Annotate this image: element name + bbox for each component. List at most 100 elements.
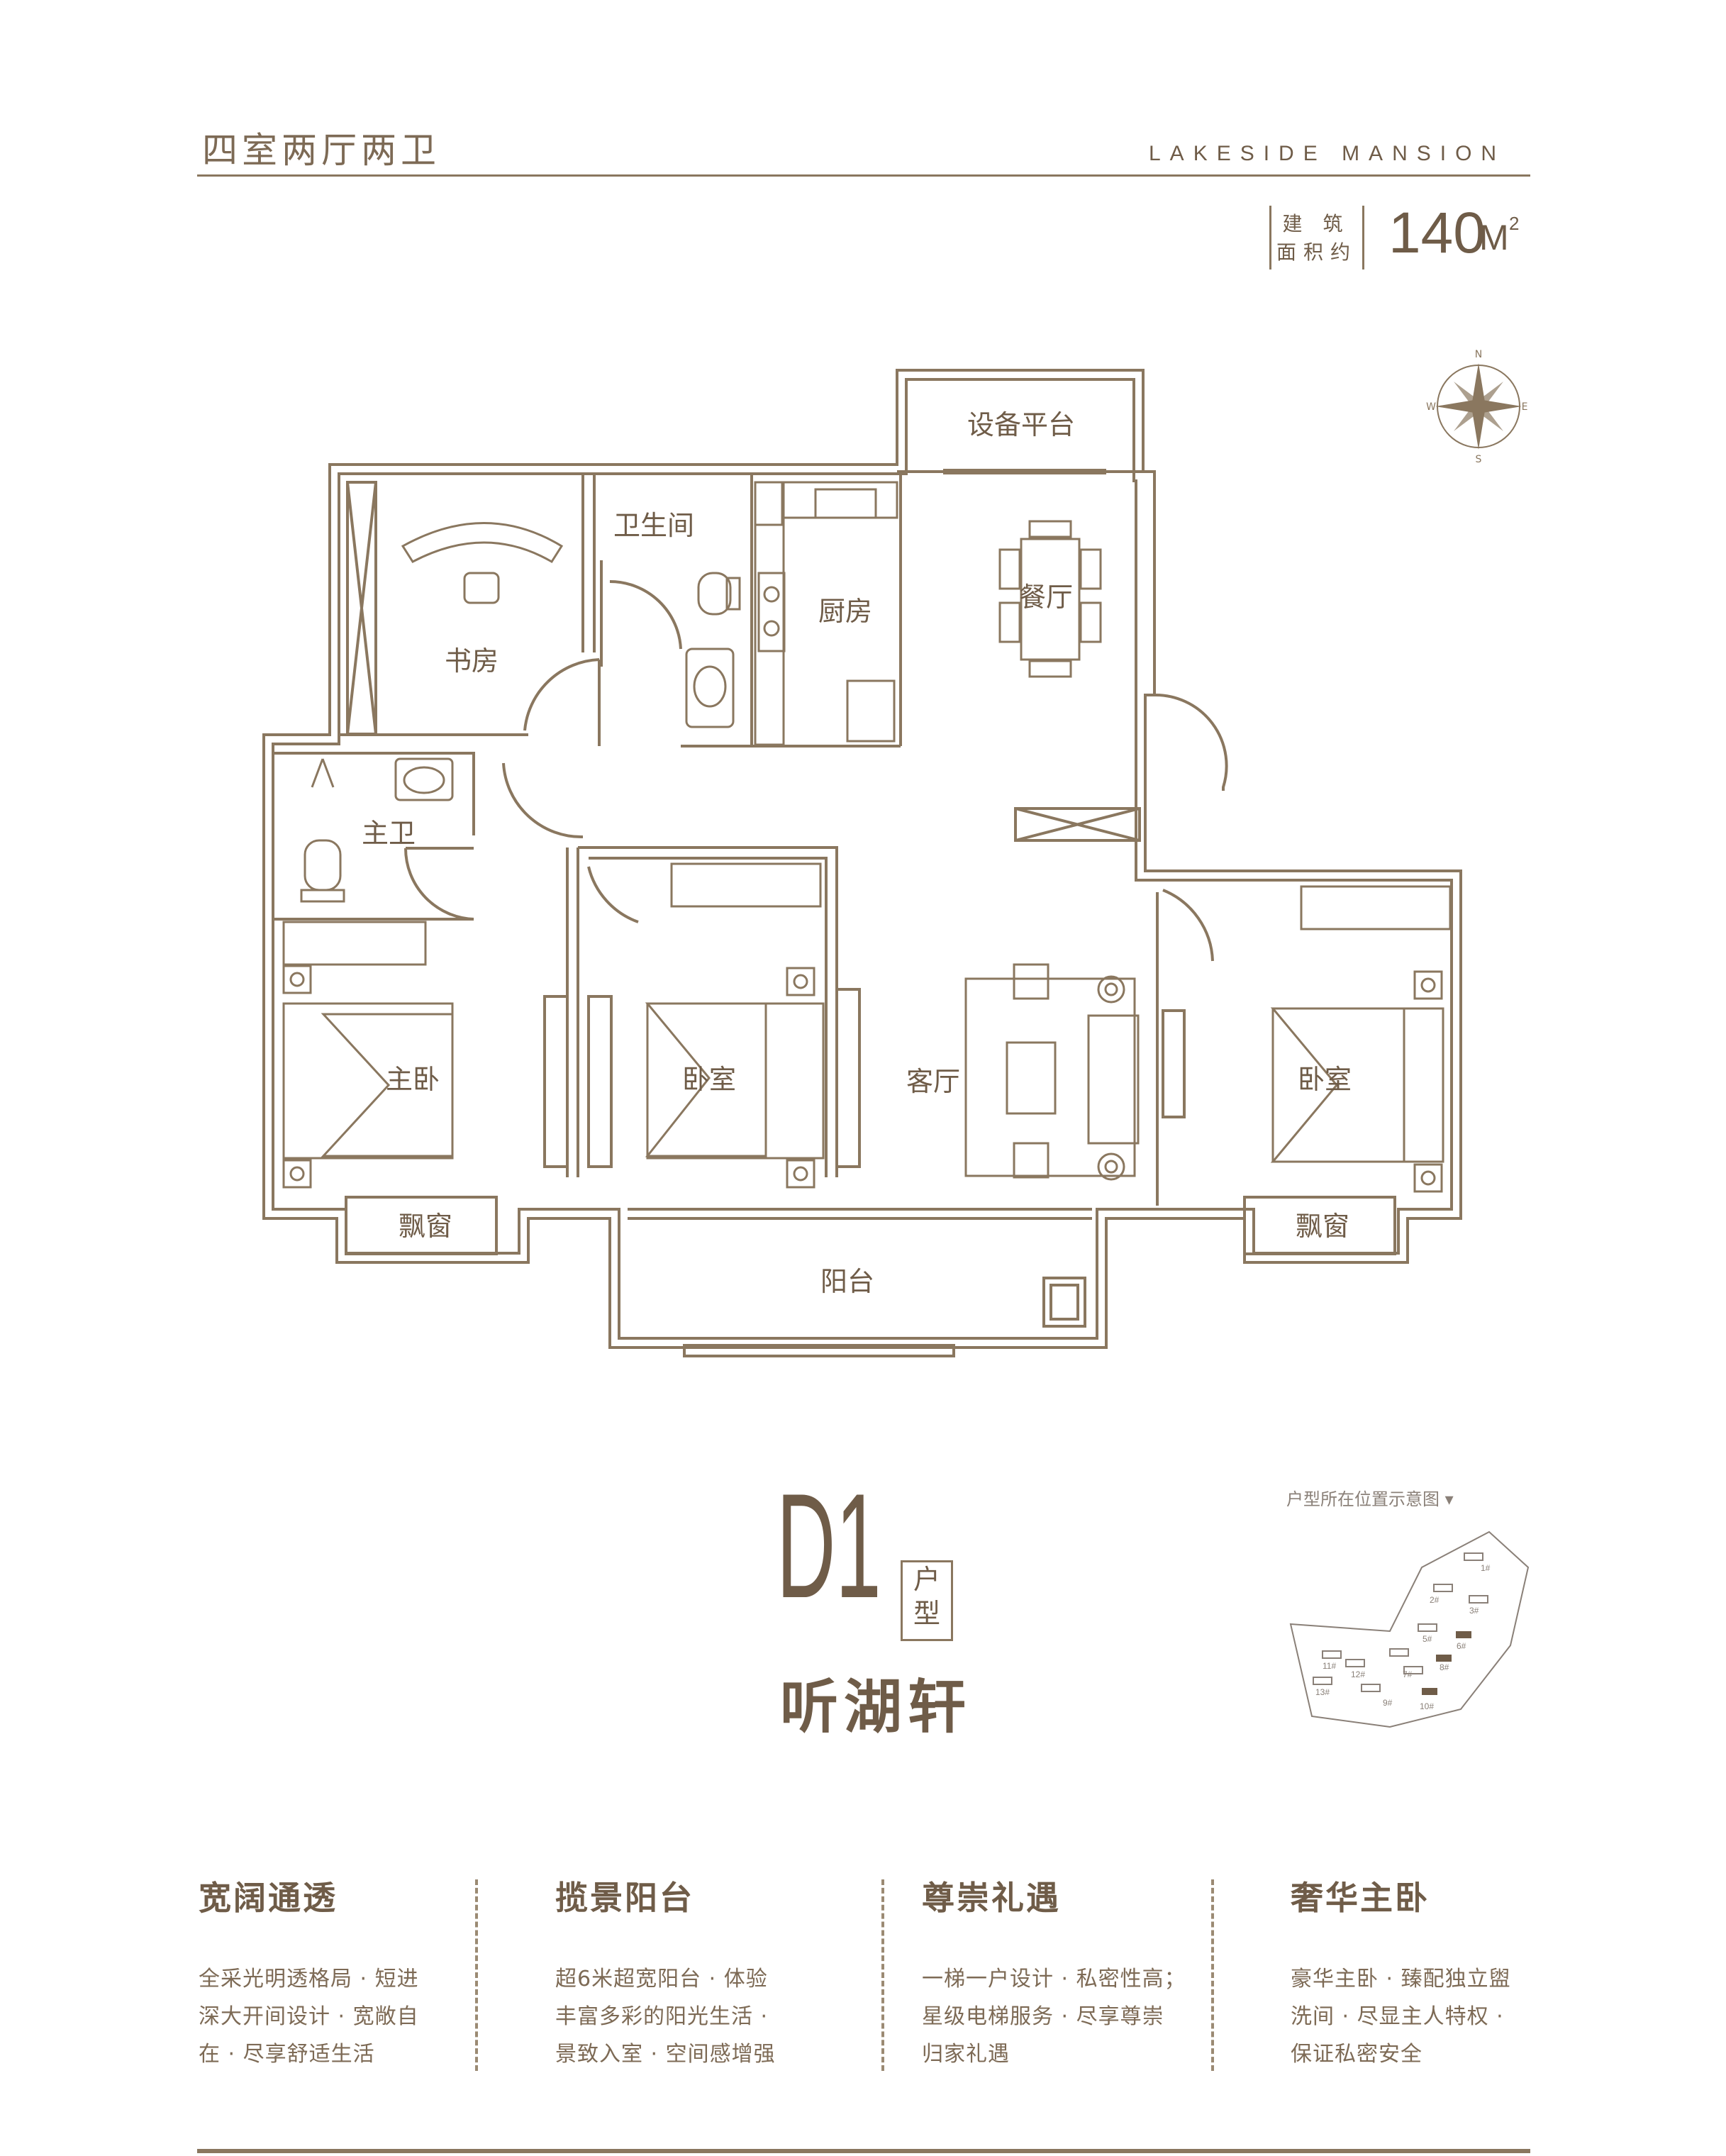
feature-divider: [475, 1879, 478, 2071]
building-5: 5#: [1422, 1634, 1432, 1644]
bedroom3-door: [1162, 889, 1214, 962]
feature-line: 归家礼遇: [922, 2042, 1010, 2067]
location-map-caption: 户型所在位置示意图 ▾: [1286, 1489, 1454, 1509]
location-map: 1# 2# 3# 5# 6# 7# 8# 9# 10# 11# 12# 13#: [1289, 1530, 1530, 1728]
kitchen-stove: [757, 572, 786, 652]
bay-window-right: [1243, 1196, 1396, 1255]
feature-divider: [881, 1879, 884, 2071]
bedroom2-top-wall: [578, 846, 838, 1177]
feature-title: 宽阔通透: [199, 1879, 338, 1917]
footer-divider: [197, 2149, 1530, 2153]
feature-spacious: 宽阔通透 全采光明透格局 · 短进 深大开间设计 · 宽敞自 在 · 尽享舒适生…: [199, 1872, 475, 2073]
project-brand: LAKESIDE MANSION: [1149, 142, 1506, 165]
compass-s-label: S: [1476, 454, 1482, 465]
study-window: [346, 481, 377, 735]
feature-line: 在 · 尽享舒适生活: [199, 2042, 375, 2067]
feature-line: 景致入室 · 空间感增强: [555, 2042, 776, 2067]
washer: [1042, 1277, 1086, 1328]
bay-window-left: [345, 1196, 498, 1255]
feature-master-bedroom: 奢华主卧 豪华主卧 · 臻配独立盥 洗间 · 尽显主人特权 · 保证私密安全: [1291, 1872, 1567, 2073]
area-label-bracket: [1269, 206, 1364, 270]
feature-title: 揽景阳台: [555, 1879, 694, 1917]
feature-divider: [1211, 1879, 1214, 2071]
floor-plan: N S E W 设备平台 卫生间 书房 厨房 餐厅 主卫 主卧 卧室 客厅 卧室…: [262, 349, 1527, 1357]
building-6: 6#: [1457, 1641, 1466, 1651]
dining-door: [1154, 693, 1228, 791]
feature-body: 超6米超宽阳台 · 体验 丰富多彩的阳光生活 · 景致入室 · 空间感增强: [555, 1960, 832, 2073]
area-unit: M: [1479, 218, 1509, 257]
feature-title: 奢华主卧: [1291, 1879, 1430, 1917]
bedroom2-top-wall-2: [589, 857, 828, 1177]
feature-balcony: 揽景阳台 超6米超宽阳台 · 体验 丰富多彩的阳光生活 · 景致入室 · 空间感…: [555, 1872, 832, 2073]
room-label-bed2: 卧室: [682, 1064, 736, 1095]
building-3: 3#: [1469, 1606, 1479, 1616]
compass-n-label: N: [1475, 349, 1482, 360]
kitchen-fridge: [846, 679, 896, 743]
master-bath-sink: [394, 757, 454, 801]
washer-inner: [1049, 1284, 1079, 1321]
building-13: 13#: [1315, 1687, 1330, 1697]
room-label-bay-left: 飘窗: [399, 1211, 452, 1242]
room-label-study: 书房: [445, 645, 499, 677]
building-1: 1#: [1481, 1563, 1491, 1573]
feature-line: 超6米超宽阳台 · 体验: [555, 1967, 768, 1991]
feature-honor: 尊崇礼遇 一梯一户设计 · 私密性高； 星级电梯服务 · 尽享尊崇 归家礼遇: [922, 1872, 1198, 2073]
kitchen-counter-top: [782, 481, 898, 519]
bath-toilet: [697, 572, 732, 616]
building-9: 9#: [1383, 1698, 1393, 1708]
feature-body: 全采光明透格局 · 短进 深大开间设计 · 宽敞自 在 · 尽享舒适生活: [199, 1960, 475, 2073]
bedroom2-door: [587, 866, 639, 923]
feature-title: 尊崇礼遇: [922, 1879, 1061, 1917]
outer-wall: [262, 369, 1462, 1349]
dining-table: [1020, 538, 1081, 661]
feature-body: 豪华主卧 · 臻配独立盥 洗间 · 尽显主人特权 · 保证私密安全: [1291, 1960, 1567, 2073]
shower-head: [311, 758, 335, 788]
hall-door: [502, 762, 584, 839]
master-bath-wall: [273, 752, 475, 835]
unit-code: D1: [776, 1462, 881, 1629]
room-label-living: 客厅: [906, 1066, 960, 1097]
bedroom3-window-door: [1162, 1009, 1186, 1118]
room-label-kitchen: 厨房: [818, 596, 872, 627]
wardrobe-bedroom3: [1300, 885, 1452, 930]
room-label-master-bed: 主卧: [386, 1064, 440, 1095]
living-rug: [964, 977, 1136, 1177]
building-2: 2#: [1430, 1595, 1440, 1605]
living-partition: [1014, 807, 1141, 842]
room-label-bath: 卫生间: [613, 510, 694, 541]
feature-line: 深大开间设计 · 宽敞自: [199, 2004, 419, 2029]
feature-line: 保证私密安全: [1291, 2042, 1422, 2067]
room-label-master-bath: 主卫: [362, 818, 416, 849]
feature-line: 丰富多彩的阳光生活 ·: [555, 2004, 769, 2029]
plan-category-title: 四室两厅两卫: [202, 130, 440, 171]
compass-e-label: E: [1522, 401, 1528, 413]
area-label: 建 筑 面积约: [1276, 212, 1358, 264]
room-label-balcony: 阳台: [820, 1266, 874, 1297]
building-12: 12#: [1351, 1669, 1365, 1679]
feature-line: 全采光明透格局 · 短进: [199, 1967, 419, 1991]
sliding-door-left: [543, 995, 569, 1168]
feature-line: 洗间 · 尽显主人特权 ·: [1291, 2004, 1504, 2029]
room-label-bay-right: 飘窗: [1296, 1211, 1349, 1242]
unit-type-text: 户型: [913, 1564, 940, 1629]
compass-w-label: W: [1426, 401, 1436, 413]
sliding-door-mid: [587, 995, 613, 1168]
master-bath-toilet: [304, 839, 342, 891]
master-bath-door: [403, 848, 474, 921]
feature-line: 星级电梯服务 · 尽享尊崇: [922, 2004, 1164, 2029]
unit-type-label: 户型: [901, 1560, 953, 1641]
area-unit-superscript: 2: [1509, 213, 1520, 234]
header-divider: [197, 174, 1530, 177]
compass-icon: N S E W: [1426, 349, 1527, 465]
study-desk: [401, 522, 564, 564]
study-chair: [463, 572, 500, 604]
room-label-equipment: 设备平台: [967, 409, 1075, 440]
sofa: [1087, 1014, 1140, 1145]
building-10: 10#: [1420, 1701, 1434, 1711]
unit-name: 听湖轩: [780, 1674, 972, 1741]
wardrobe-bedroom2: [670, 862, 822, 908]
coffee-table: [1006, 1041, 1057, 1115]
building-11: 11#: [1323, 1661, 1336, 1671]
bath-door: [609, 579, 682, 650]
kitchen-sink-left: [754, 481, 784, 526]
